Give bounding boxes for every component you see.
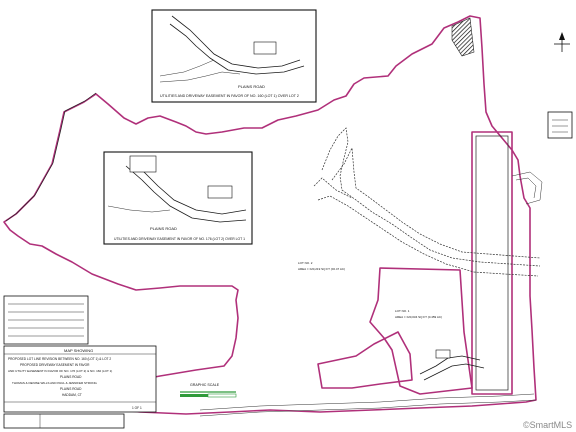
title-line-1: PROPOSED LOT LINE REVISION BETWEEN NO. 1… xyxy=(8,357,111,361)
lot2-area: AREA = ±20,219 SQ FT (±0.47 AC) xyxy=(298,267,345,271)
graphic-scale: GRAPHIC SCALE xyxy=(180,383,237,398)
title-line-2: PROPOSED DRIVEWAY EASEMENT IN FAVOR xyxy=(20,363,90,367)
title-line-6: PLAINS ROAD xyxy=(60,387,82,391)
scale-label: GRAPHIC SCALE xyxy=(190,383,220,387)
inset-top-road-label: PLAINS ROAD xyxy=(238,84,265,89)
inset-left-road-label: PLAINS ROAD xyxy=(150,226,177,231)
inset-top: PLAINS ROAD UTILITIES AND DRIVEWAY EASEM… xyxy=(151,9,317,103)
lot-labels: LOT NO. 2 AREA = ±20,219 SQ FT (±0.47 AC… xyxy=(298,261,442,319)
title-line-4: PLAINS ROAD xyxy=(60,375,82,379)
lot1-name: LOT NO. 1 xyxy=(395,309,410,313)
lot1-parcel xyxy=(317,267,473,395)
north-arrow-icon xyxy=(554,32,570,52)
title-header: MAP SHOWING xyxy=(64,348,93,353)
parcel-boundary xyxy=(3,15,537,415)
lot1-area: AREA = ±20,034 SQ FT (0.459 AC) xyxy=(395,315,442,319)
hatched-area xyxy=(451,17,475,57)
sheet-number: 1 OF 1 xyxy=(132,406,142,410)
title-line-3: AND UTILITY EASEMENT IN FAVOR OF NO. 176… xyxy=(8,369,112,373)
watermark: ©SmartMLS xyxy=(523,420,572,430)
title-block: MAP SHOWING PROPOSED LOT LINE REVISION B… xyxy=(3,345,157,413)
inset-left: PLAINS ROAD UTILITIES AND DRIVEWAY EASEM… xyxy=(103,151,253,245)
bottom-info-strip xyxy=(3,413,125,429)
easement-tag xyxy=(435,349,451,359)
title-block-notes xyxy=(3,295,89,345)
inset-left-caption: UTILITIES AND DRIVEWAY EASEMENT IN FAVOR… xyxy=(114,237,245,241)
lot2-name: LOT NO. 2 xyxy=(298,261,313,265)
title-line-7: HADDAM, CT xyxy=(62,393,82,397)
title-line-5: THOMAS & DENISE WILLS AND PAUL & JENNIFE… xyxy=(12,381,98,385)
inset-top-caption: UTILITIES AND DRIVEWAY EASEMENT IN FAVOR… xyxy=(160,94,299,98)
legend-box xyxy=(547,111,573,139)
stream-lines xyxy=(313,127,543,277)
right-strip-parcel xyxy=(471,131,513,395)
